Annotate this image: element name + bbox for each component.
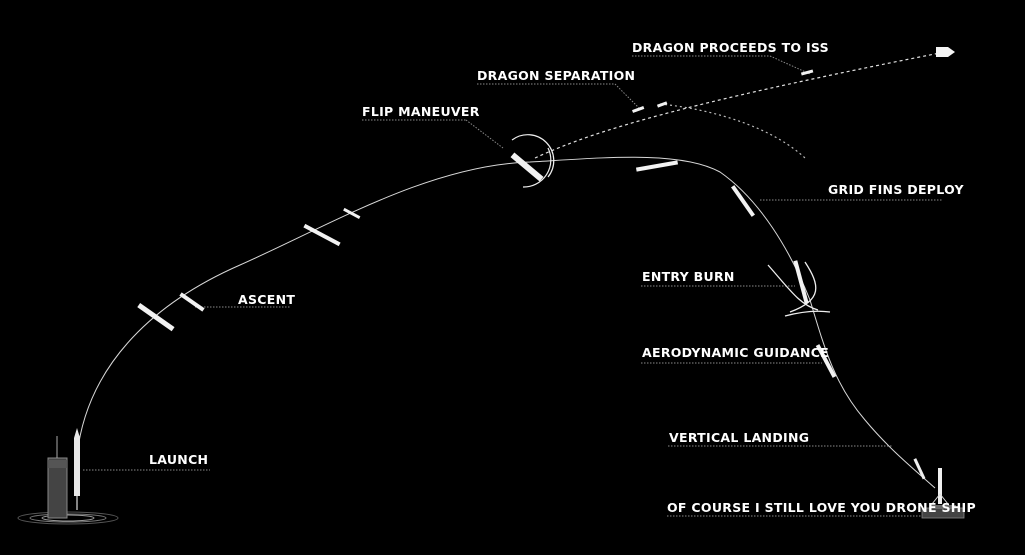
rocket-icon: [179, 292, 205, 312]
label-drone-ship: OF COURSE I STILL LOVE YOU DRONE SHIP: [667, 500, 976, 515]
rocket-ghosts: [137, 69, 837, 378]
booster-trajectory: [76, 156, 936, 489]
launch-pad-icon: [17, 436, 119, 525]
label-dragon-iss: DRAGON PROCEEDS TO ISS: [632, 40, 829, 55]
rocket-icon: [510, 152, 544, 182]
leader-flip-diag: [465, 119, 504, 149]
rocket-icon: [793, 260, 809, 304]
leader-iss-diag: [769, 55, 811, 75]
label-aero-guidance: AERODYNAMIC GUIDANCE: [642, 345, 830, 360]
rocket-icon: [913, 458, 949, 505]
rocket-icon: [632, 106, 645, 113]
rocket-icon: [74, 428, 80, 510]
rocket-icon: [815, 344, 837, 378]
label-dragon-separation: DRAGON SEPARATION: [477, 68, 636, 83]
rocket-icon: [800, 69, 814, 76]
label-grid-fins: GRID FINS DEPLOY: [828, 182, 964, 197]
label-vertical-landing: VERTICAL LANDING: [669, 430, 810, 445]
entry-burn-arcs: [767, 261, 831, 317]
dragon-trajectory: [534, 51, 946, 159]
rocket-icon: [731, 185, 755, 217]
leader-separation-diag: [614, 83, 641, 110]
label-ascent: ASCENT: [238, 292, 296, 307]
rocket-icon: [656, 101, 668, 108]
flip-maneuver-ring: [511, 134, 555, 188]
drone-ship-icon: [921, 505, 965, 519]
label-flip-maneuver: FLIP MANEUVER: [362, 104, 480, 119]
rocket-icon: [343, 207, 361, 219]
rocket-icon: [137, 303, 175, 332]
rocket-icon: [635, 160, 679, 172]
label-entry-burn: ENTRY BURN: [642, 269, 735, 284]
dragon-capsule-icon: [936, 47, 955, 57]
rocket-icon: [303, 223, 341, 247]
label-launch: LAUNCH: [149, 452, 209, 467]
second-stage-arc: [659, 103, 806, 159]
